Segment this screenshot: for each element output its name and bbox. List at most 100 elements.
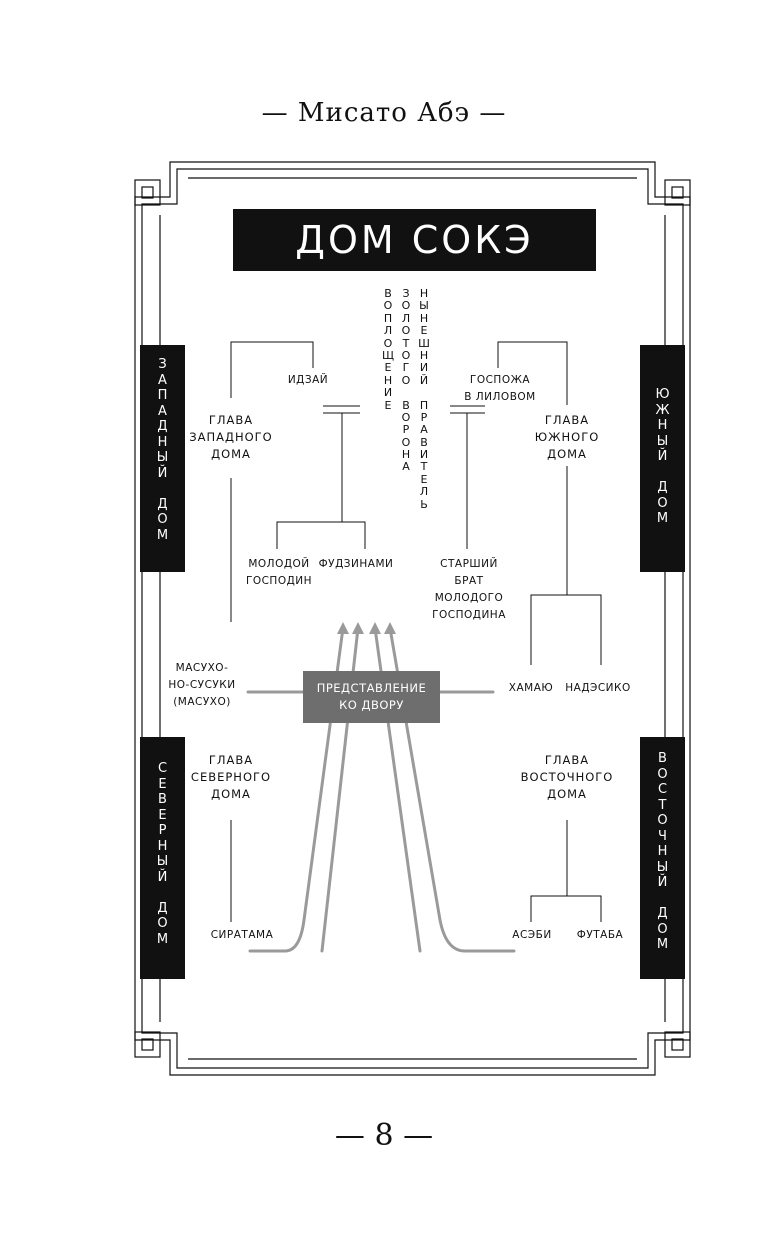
- house-north-char: Н: [157, 838, 168, 854]
- house-north-char: Е: [158, 807, 167, 823]
- center-column-1-char: Е: [384, 361, 392, 375]
- label-izdzai: ИДЗАЙ: [287, 374, 329, 386]
- center-column-3-char: Ь: [420, 497, 428, 511]
- label-asebi: АСЭБИ: [512, 929, 552, 941]
- center-column-2-char: О: [401, 373, 411, 387]
- label-futaba: ФУТАБА: [576, 929, 624, 941]
- center-column-3-char: Т: [420, 460, 428, 474]
- center-column-3-char: Е: [420, 324, 428, 338]
- house-east-char: С: [657, 782, 668, 797]
- house-east-char: Т: [658, 797, 667, 813]
- house-west-char: П: [157, 388, 168, 403]
- house-east-char: В: [658, 751, 667, 766]
- house-east-char: Н: [657, 844, 668, 859]
- house-south-char: Н: [657, 418, 668, 433]
- center-column-3-char: Ы: [419, 299, 429, 313]
- house-north-char: Ы: [156, 854, 169, 869]
- center-column-2-char: Г: [402, 361, 410, 375]
- house-west-char: Н: [157, 434, 168, 450]
- center-column-1-char: Н: [383, 373, 393, 387]
- center-column-2-char: О: [401, 410, 411, 424]
- house-south-char: Й: [657, 449, 668, 464]
- label-siratama: СИРАТАМА: [210, 929, 274, 941]
- center-column-3-char: П: [419, 398, 429, 412]
- center-column-2-char: А: [402, 460, 410, 474]
- house-north-char: Е: [158, 776, 167, 792]
- house-west-char: Д: [157, 419, 168, 434]
- page-number: — 8 —: [334, 1118, 434, 1153]
- center-column-2-char: Л: [401, 311, 411, 325]
- running-header: — Мисато Абэ —: [261, 98, 507, 128]
- house-south-char: Ю: [655, 387, 670, 402]
- center-column-1-char: Е: [384, 398, 392, 412]
- center-column-1-char: Щ: [381, 348, 395, 362]
- house-north-char: Д: [157, 900, 168, 916]
- house-west-char: М: [156, 527, 169, 543]
- house-west-char: Ы: [156, 450, 169, 465]
- center-column-2-char: О: [401, 324, 411, 338]
- center-column-2-char: [399, 387, 413, 399]
- center-column-3-char: В: [420, 435, 428, 449]
- center-column-3-char: И: [419, 448, 429, 462]
- house-west-char: Д: [157, 496, 168, 512]
- house-south-char: Ж: [655, 402, 670, 418]
- house-east-char: Й: [657, 875, 668, 890]
- center-column-2-char: О: [401, 299, 411, 313]
- court-arrowheads: [337, 622, 396, 634]
- center-column-1-char: П: [383, 311, 393, 325]
- house-west-char: [160, 481, 164, 497]
- center-column-1-char: И: [383, 386, 393, 400]
- house-south-char: Д: [657, 480, 668, 495]
- ornate-frame: [134, 161, 691, 1076]
- house-east-char: Ы: [656, 859, 669, 875]
- house-west-char: А: [158, 403, 167, 419]
- label-masuho: МАСУХО-НО-СУСУКИ(МАСУХО): [168, 662, 236, 708]
- house-east-char: М: [656, 937, 669, 952]
- center-column-3-char: А: [420, 423, 428, 437]
- label-nadesiko: НАДЭСИКО: [565, 682, 631, 694]
- center-column-1-char: В: [384, 287, 392, 300]
- house-east-char: Д: [657, 906, 668, 921]
- house-east-char: О: [657, 813, 668, 828]
- center-column-2-char: В: [402, 398, 410, 412]
- center-column-3-char: Н: [419, 287, 429, 300]
- center-column-3-char: Р: [420, 410, 428, 424]
- diagram-title: ДОМ СОКЭ: [233, 209, 596, 271]
- center-column-3-char: И: [419, 361, 429, 375]
- center-column-2-char: Р: [402, 423, 410, 437]
- house-east-char: О: [657, 921, 668, 937]
- house-north-char: Й: [157, 869, 168, 885]
- center-column-3-char: Й: [419, 373, 429, 387]
- center-column-3-char: Н: [419, 348, 429, 362]
- center-column-2-char: О: [401, 435, 411, 449]
- house-north-char: В: [158, 792, 167, 807]
- label-hamayu: ХАМАЮ: [508, 682, 554, 694]
- house-north-char: С: [157, 761, 168, 776]
- house-west-char: А: [158, 372, 167, 388]
- center-column-2-char: З: [402, 287, 410, 300]
- house-east-char: О: [657, 766, 668, 782]
- center-column-2-char: Т: [402, 336, 410, 350]
- center-column-3-char: Л: [419, 485, 429, 499]
- center-column-2-char: Н: [401, 448, 411, 462]
- center-column-3-char: [417, 387, 431, 399]
- house-north-char: Р: [158, 823, 167, 838]
- house-north-char: О: [157, 916, 168, 931]
- center-column-2-char: О: [401, 348, 411, 362]
- house-north-char: [160, 885, 164, 901]
- house-west-char: Й: [157, 465, 168, 481]
- center-column-1-char: О: [383, 299, 393, 313]
